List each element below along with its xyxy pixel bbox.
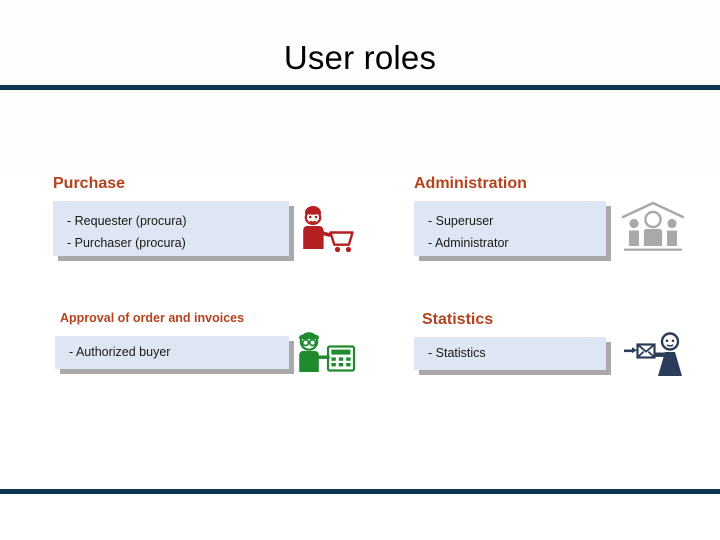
list-item: - Requester (procura) [67,214,187,228]
group-purchase: Purchase - Requester (procura) - Purchas… [53,174,289,256]
group-statistics-box[interactable]: - Statistics [414,337,606,370]
group-approval-box[interactable]: - Authorized buyer [55,336,289,369]
accountant-with-calculator-icon [298,330,356,374]
shopper-with-cart-icon [296,203,356,255]
group-purchase-heading: Purchase [53,175,126,192]
page-title: User roles [283,39,437,76]
group-statistics: Statistics - Statistics [414,310,606,370]
group-approval-heading: Approval of order and invoices [60,311,245,325]
list-item: - Purchaser (procura) [67,236,186,250]
people-under-roof-icon [620,200,686,254]
person-sending-envelope-icon [624,332,686,378]
group-administration: Administration - Superuser - Administrat… [414,174,606,256]
list-item: - Administrator [428,236,509,250]
list-item: - Authorized buyer [69,345,171,359]
list-item: - Statistics [428,346,486,360]
group-approval: Approval of order and invoices - Authori… [55,310,289,369]
footer-divider [0,489,720,494]
group-statistics-heading: Statistics [422,311,494,328]
list-item: - Superuser [428,214,494,228]
group-administration-heading: Administration [414,175,527,192]
group-purchase-box[interactable]: - Requester (procura) - Purchaser (procu… [53,201,289,256]
header-divider [0,85,720,90]
group-administration-box[interactable]: - Superuser - Administrator [414,201,606,256]
